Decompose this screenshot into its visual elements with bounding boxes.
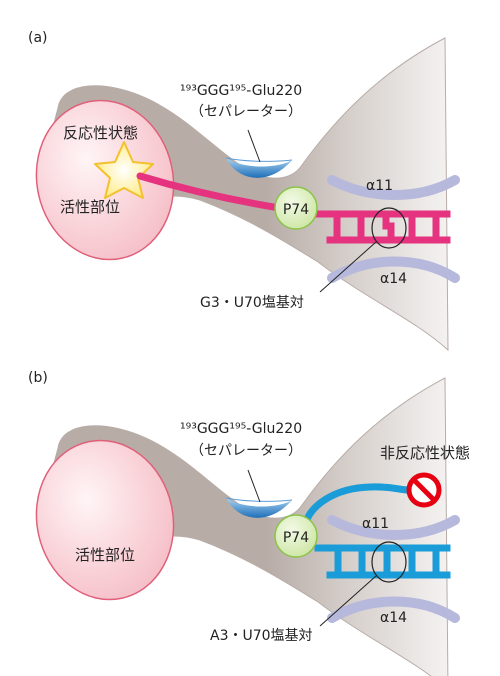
p74-label-a: P74 [283, 202, 309, 218]
rna-helix-a [296, 210, 451, 244]
alpha14-label-b: α14 [380, 610, 407, 626]
alpha11-helix-b [327, 515, 460, 540]
active-site-label-b: 活性部位 [75, 546, 135, 564]
active-site-label-a: 活性部位 [60, 198, 120, 216]
base-pair-circle-b [371, 541, 407, 583]
alpha14-helix-b [327, 596, 460, 623]
separator-pocket-b [226, 498, 292, 518]
alpha14-label-a: α14 [380, 271, 407, 287]
p74-circle-a [274, 186, 318, 230]
star-icon [94, 141, 154, 199]
active-site-b [35, 439, 175, 601]
active-site-a [35, 99, 175, 261]
rna-strand-a [136, 172, 284, 212]
p74-label-b: P74 [283, 530, 309, 546]
base-pair-pointer-b [319, 575, 377, 627]
base-pair-pointer-a [319, 241, 377, 293]
base-pair-label-b: A3・U70塩基対 [210, 627, 313, 644]
p74-circle-b [274, 514, 318, 558]
rna-strand-b [301, 483, 412, 529]
alpha11-label-b: α11 [362, 516, 389, 532]
separator-pointer-a [247, 129, 261, 163]
separator-label-line1-a: ¹⁹³GGG¹⁹⁵-Glu220 [180, 83, 302, 99]
separator-label-line2-b: （セパレーター） [190, 443, 302, 459]
panel-b-label: (b) [28, 370, 48, 386]
panel-a-label: (a) [28, 30, 48, 46]
separator-label-line1-b: ¹⁹³GGG¹⁹⁵-Glu220 [180, 421, 302, 437]
alpha11-helix-a [327, 175, 460, 200]
alpha14-helix-a [327, 256, 460, 283]
prohibited-icon [406, 472, 442, 508]
separator-label-line2-a: （セパレーター） [190, 104, 302, 120]
panel-a: (a) ¹⁹³GGG¹⁹⁵-Glu220 （セパレーター） 反応性状態 活性部位… [28, 30, 460, 352]
panel-b: (b) ¹⁹³GGG¹⁹⁵-Glu220 （セパレーター） 活性部位 α11 α… [28, 370, 470, 676]
alpha11-label-a: α11 [366, 178, 393, 194]
rna-helix-b [314, 544, 451, 579]
separator-pointer-b [247, 469, 261, 503]
base-pair-label-a: G3・U70塩基対 [200, 294, 304, 311]
reactive-state-label: 反応性状態 [63, 124, 138, 142]
base-pair-circle-a [371, 207, 407, 249]
nonreactive-state-label: 非反応性状態 [380, 444, 470, 462]
separator-pocket-a [226, 158, 292, 178]
